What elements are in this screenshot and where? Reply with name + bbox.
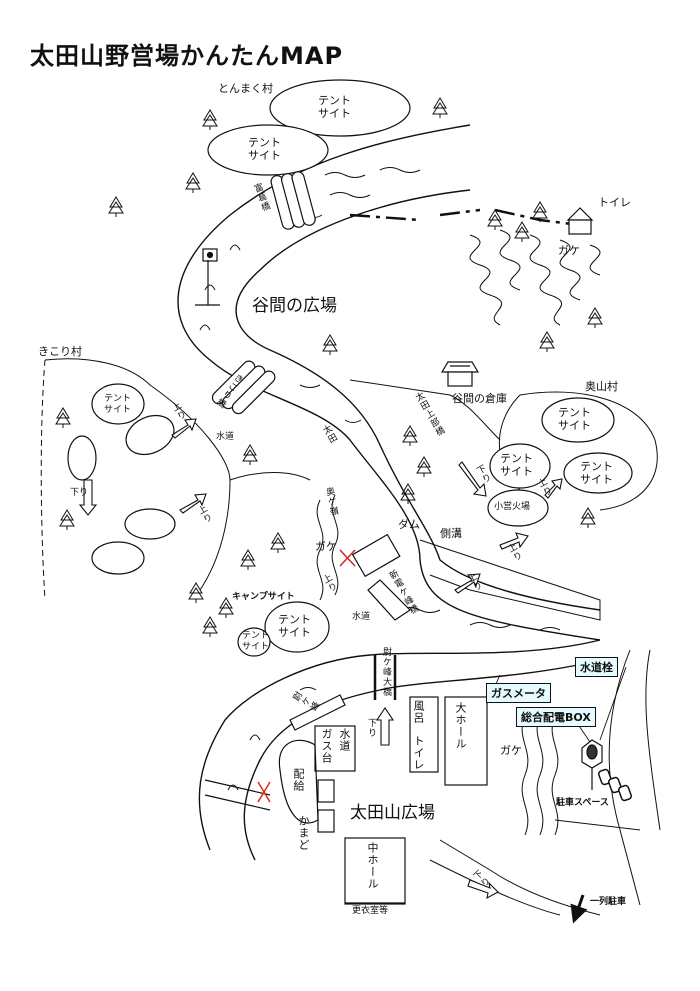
toilet-label: トイレ	[598, 196, 631, 209]
tent-site-label: テント サイト	[500, 452, 533, 478]
down-label: 下り	[366, 718, 376, 738]
gas-stove	[314, 725, 356, 772]
ditch-label: 側溝	[440, 527, 462, 540]
tent-site-label: テント サイト	[278, 613, 311, 639]
cliff-label: ガケ	[315, 540, 337, 553]
water-ripples	[199, 167, 561, 791]
water-label: 水道	[352, 612, 371, 622]
power-box-tag: 総合配電BOX	[516, 707, 596, 727]
kamado-label: かまど	[297, 815, 310, 851]
power-box-icon	[581, 739, 603, 790]
area-camp-label: キャンプサイト	[232, 592, 295, 602]
parking-cars	[598, 768, 632, 802]
storage-hut-icon	[440, 361, 480, 387]
big-hall	[444, 696, 488, 786]
tent-site-label: テント サイト	[248, 136, 281, 162]
bridges	[204, 171, 411, 811]
hydrant-tag: 水道栓	[575, 657, 618, 677]
bonfire-label: 小営火場	[494, 502, 531, 512]
gas-stove-label: ガス台	[320, 728, 333, 764]
kikori-bridge	[211, 360, 276, 415]
river	[177, 124, 601, 861]
storage-label: 谷間の倉庫	[452, 392, 507, 405]
direction-arrows	[78, 418, 563, 900]
kuma-bridge-label: 尉ケ峰大橋	[381, 647, 391, 697]
bath-label: 風呂	[412, 700, 425, 724]
area-outlines	[40, 358, 658, 601]
tomi-bridge	[270, 171, 316, 230]
middle-hall-label: 中ホール	[366, 842, 379, 890]
serving-label: 配給	[292, 768, 305, 792]
area-kikori-label: きこり村	[38, 345, 82, 358]
cliff-label: ガケ	[500, 744, 522, 757]
water-label: 水道	[338, 728, 351, 752]
line-parking-label: 一列駐車	[590, 897, 627, 907]
cliff-label: ガケ	[558, 244, 580, 257]
area-tonmaku-label: とんまく村	[218, 82, 273, 95]
area-tanima-label: 谷間の広場	[252, 296, 337, 316]
cliff-lines	[316, 229, 601, 836]
middle-hall	[344, 837, 406, 905]
toilet-label: トイレ	[412, 735, 425, 771]
tent-sites	[67, 79, 633, 657]
area-ota-label: 太田山広場	[350, 803, 435, 823]
parking-label: 駐車スペース	[556, 798, 609, 808]
gas-meter-tag: ガスメータ	[486, 683, 551, 703]
bath-building	[409, 696, 439, 773]
tent-site-label: テント サイト	[242, 631, 270, 652]
toilet-hut-icon	[566, 207, 594, 235]
tent-site-label: テント サイト	[318, 94, 351, 120]
area-okuyama-label: 奥山村	[585, 380, 618, 393]
map-title: 太田山野営場かんたんMAP	[30, 42, 344, 70]
big-hall-label: 大ホール	[454, 702, 467, 750]
down-label: 下り	[70, 488, 89, 498]
tent-site-label: テント サイト	[558, 406, 591, 432]
closed-marks	[257, 549, 356, 803]
tent-site-label: テント サイト	[580, 460, 613, 486]
buildings	[278, 696, 488, 905]
water-label: 水道	[216, 432, 235, 442]
changing-room-label: 更衣室等	[352, 906, 389, 916]
dam-label: ダム	[398, 518, 420, 531]
tent-site-label: テント サイト	[104, 394, 132, 415]
flag-icon	[195, 248, 220, 306]
